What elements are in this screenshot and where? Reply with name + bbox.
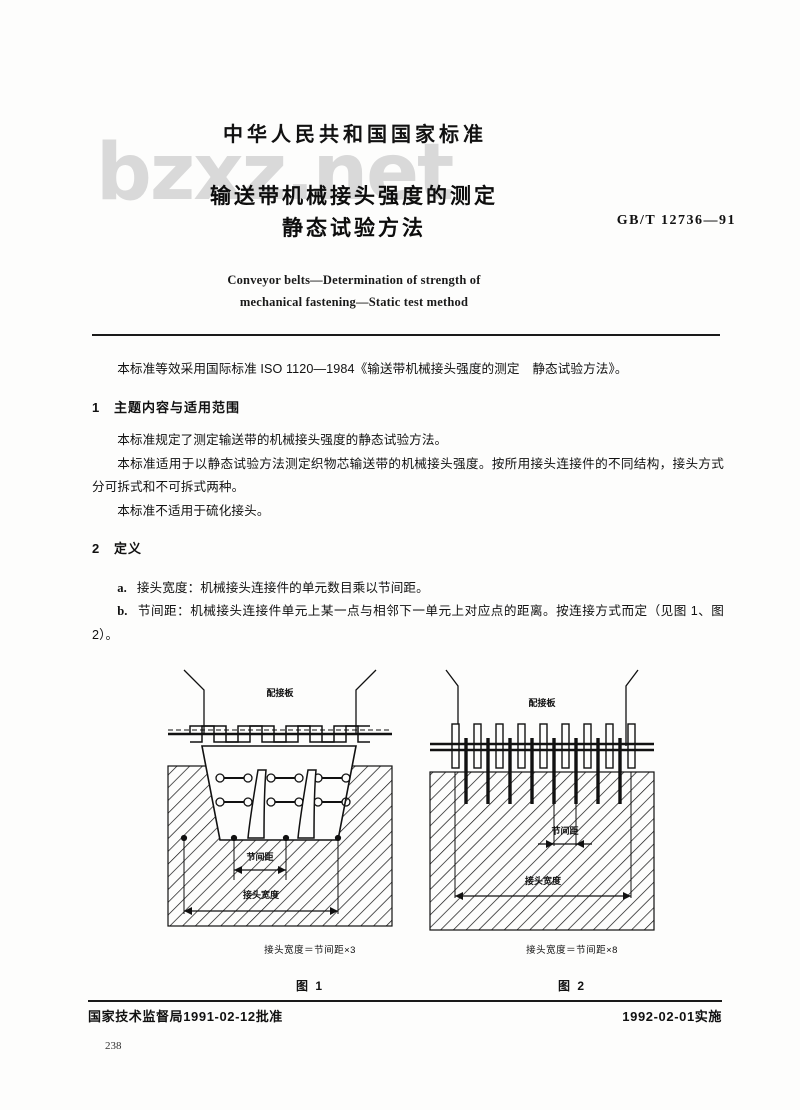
english-title: Conveyor belts—Determination of strength…	[0, 269, 730, 313]
figure-2-drawing: 配接板	[429, 669, 655, 931]
document-header: 中华人民共和国国家标准 输送带机械接头强度的测定 静态试验方法 GB/T 127…	[90, 118, 734, 313]
section-2-heading: 2 定义	[92, 537, 724, 561]
definition-b-text: 节间距：机械接头连接件单元上某一点与相邻下一单元上对应点的距离。按连接方式而定（…	[92, 604, 724, 642]
hinge-pin	[168, 729, 392, 736]
section-1-number: 1	[92, 399, 101, 415]
pitch-dimension: 节间距	[234, 851, 286, 874]
figure-1-plate-label: 配接板	[266, 687, 294, 698]
page-number: 238	[105, 1040, 122, 1052]
section-1-title: 主题内容与适用范围	[114, 399, 241, 415]
splice-tongues	[247, 769, 317, 839]
section-1-paragraph-2: 本标准适用于以静态试验方法测定织物芯输送带的机械接头强度。按所用接头连接件的不同…	[92, 456, 724, 495]
figure-2-caption: 图 2	[557, 979, 586, 993]
approval-text: 国家技术监督局1991-02-12批准	[88, 1009, 283, 1024]
figure-2-plate-label: 配接板	[528, 697, 556, 708]
document-body: 本标准等效采用国际标准 ISO 1120—1984《输送带机械接头强度的测定 静…	[92, 358, 724, 647]
adapter-plate-leader-lines	[183, 669, 377, 734]
figure-1-pitch-label: 节间距	[246, 851, 273, 862]
standard-number: GB/T 12736—91	[616, 213, 736, 228]
figure-1-drawing: 配接板	[167, 669, 393, 927]
english-title-line2: mechanical fastening—Static test method	[239, 295, 469, 309]
staple-fastener-row	[451, 723, 636, 804]
belt-hatched-region	[167, 745, 393, 927]
definition-item-a: a. 接头宽度：机械接头连接件的单元数目乘以节间距。	[92, 577, 724, 601]
document-footer: 国家技术监督局1991-02-12批准 1992-02-01实施	[88, 1006, 722, 1025]
main-title: 输送带机械接头强度的测定 静态试验方法	[0, 181, 730, 245]
footer-divider	[88, 1000, 722, 1002]
watermark-text: bzxz.net	[96, 128, 454, 218]
definition-a-label: a.	[117, 580, 127, 595]
figure-2: 配接板	[422, 668, 722, 998]
section-2-title: 定义	[114, 541, 143, 556]
joint-width-dimension: 接头宽度	[455, 875, 631, 900]
national-standard-title: 中华人民共和国国家标准	[223, 124, 487, 146]
figure-2-pitch-label: 节间距	[551, 825, 578, 836]
figures-container: 配接板	[92, 668, 724, 998]
definition-item-b: b.节间距：机械接头连接件单元上某一点与相邻下一单元上对应点的距离。按连接方式而…	[92, 600, 724, 647]
adoption-note: 本标准等效采用国际标准 ISO 1120—1984《输送带机械接头强度的测定 静…	[117, 362, 628, 376]
definition-a-text: 接头宽度：机械接头连接件的单元数目乘以节间距。	[136, 580, 429, 595]
figure-1-equation: 接头宽度＝节间距×3	[264, 945, 356, 956]
figure-1: 配接板	[160, 668, 460, 998]
figure-2-width-label: 接头宽度	[525, 875, 562, 886]
main-title-line1: 输送带机械接头强度的测定	[210, 185, 498, 208]
definition-b-label: b.	[117, 604, 128, 618]
section-1-paragraph-3: 本标准不适用于硫化接头。	[117, 503, 270, 518]
hinge-rod	[430, 742, 654, 752]
header-divider	[92, 334, 720, 336]
figure-1-width-label: 接头宽度	[243, 889, 280, 900]
main-title-line2: 静态试验方法	[282, 217, 426, 240]
dimension-extension-lines	[180, 834, 342, 914]
section-1-paragraph-1: 本标准规定了测定输送带的机械接头强度的静态试验方法。	[117, 433, 448, 447]
title-wrapper: 输送带机械接头强度的测定 静态试验方法 GB/T 12736—91	[90, 181, 734, 245]
figure-2-equation: 接头宽度＝节间距×8	[526, 945, 618, 956]
dimension-extension-lines	[454, 772, 632, 898]
figure-1-caption: 图 1	[295, 979, 324, 993]
section-2-number: 2	[92, 541, 101, 556]
rivet-group	[215, 773, 351, 807]
pitch-dimension: 节间距	[538, 825, 592, 848]
section-1-heading: 1 主题内容与适用范围	[92, 396, 724, 420]
english-title-line1: Conveyor belts—Determination of strength…	[227, 273, 481, 287]
joint-width-dimension: 接头宽度	[184, 889, 338, 915]
implementation-text: 1992-02-01实施	[622, 1009, 722, 1024]
